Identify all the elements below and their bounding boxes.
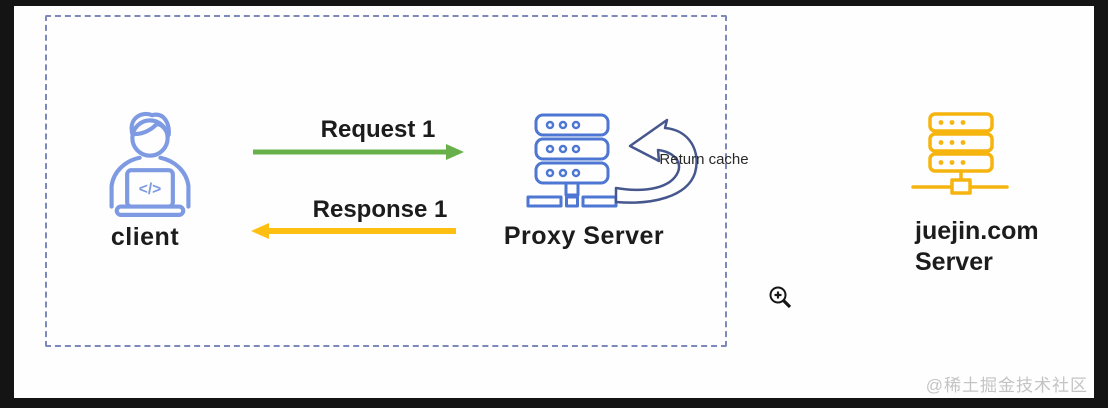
zoom-in-cursor-icon — [769, 286, 792, 309]
client-code-glyph: </> — [139, 181, 162, 198]
proxy-server-label: Proxy Server — [503, 222, 665, 250]
return-cache-label: Return cache — [659, 151, 749, 168]
client-icon: </> — [109, 111, 191, 217]
response-arrow — [251, 223, 456, 239]
watermark: @稀土掘金技术社区 — [925, 376, 1088, 395]
origin-server-label: juejin.com Server — [915, 217, 1039, 276]
cache-flow-boundary — [45, 15, 727, 347]
return-cache-arrow — [614, 118, 698, 204]
client-label: client — [110, 223, 180, 251]
response-label: Response 1 — [312, 196, 448, 223]
request-label: Request 1 — [320, 116, 436, 143]
origin-server-icon — [911, 112, 1009, 195]
request-arrow — [253, 144, 464, 160]
proxy-server-icon — [526, 113, 618, 208]
whiteboard-canvas: </> client Request 1 Response 1 — [14, 6, 1094, 398]
